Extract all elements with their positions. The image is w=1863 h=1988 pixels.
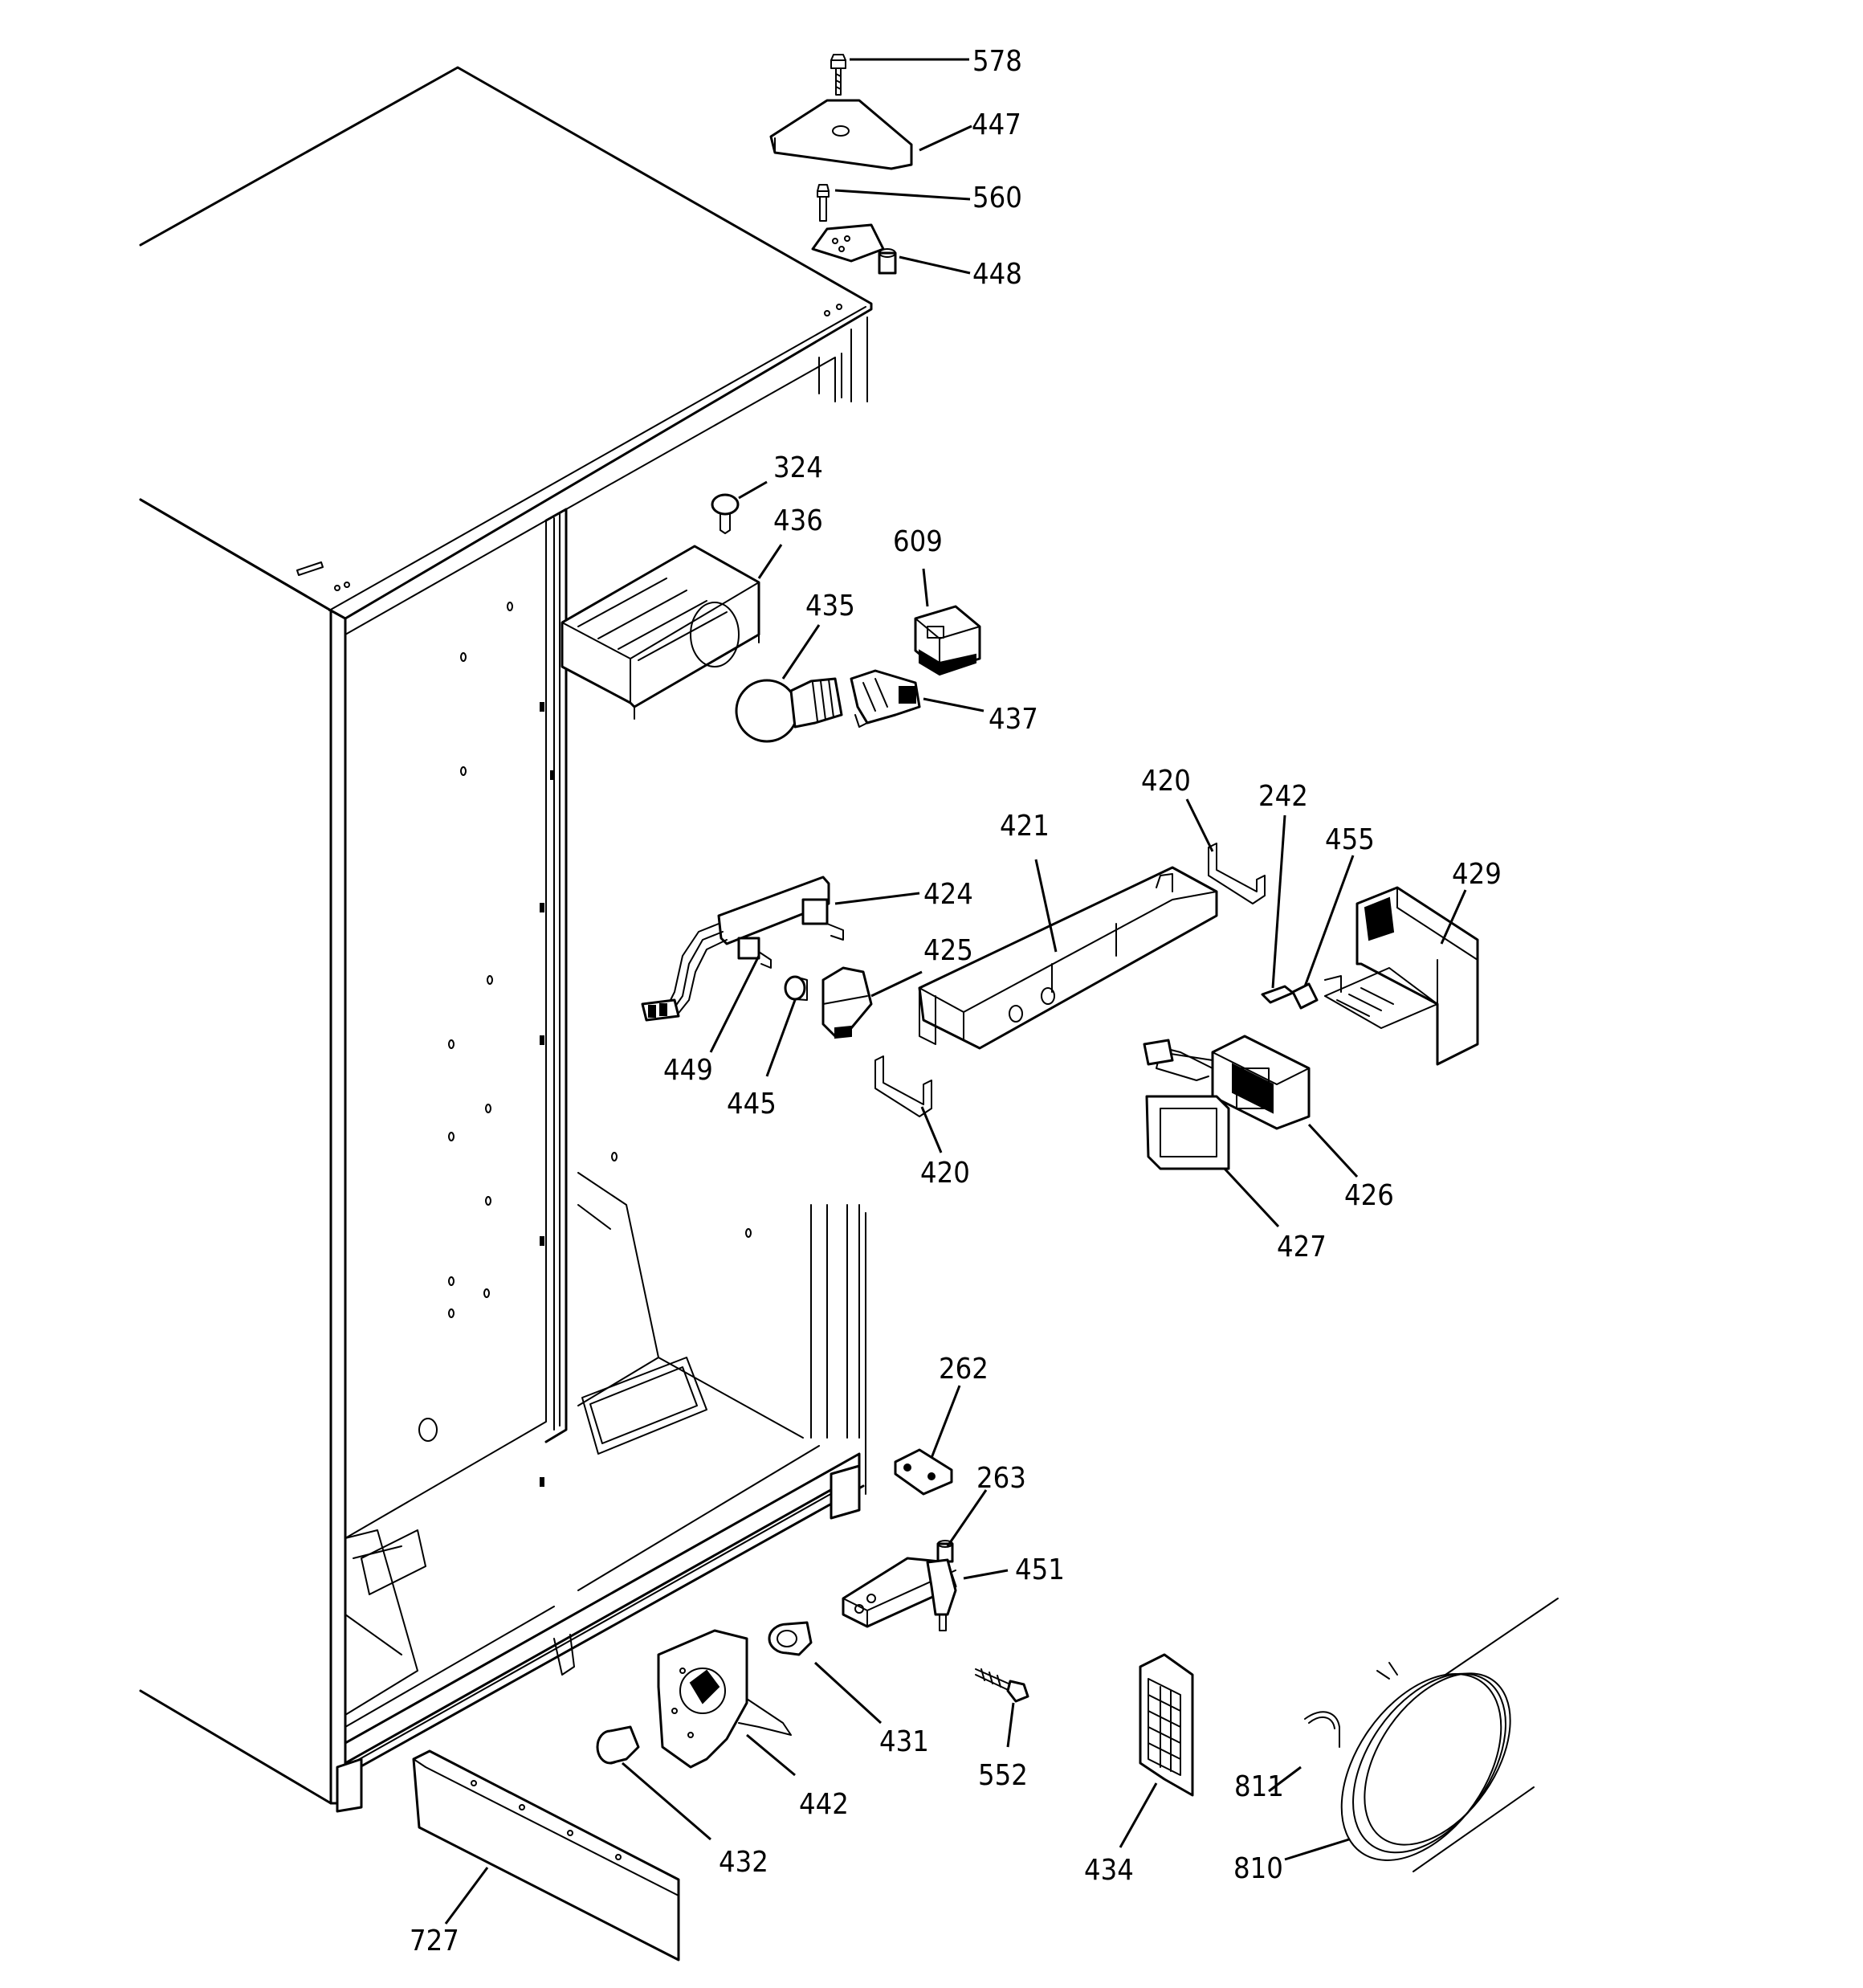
adapter-242 [1261, 985, 1294, 1004]
hinge-cover-447 [769, 99, 913, 170]
closer-cam-442 [657, 1629, 792, 1769]
hinge-bushing-262 [894, 1448, 953, 1496]
callout-436: 436 [773, 504, 823, 537]
fastener-324 [711, 493, 740, 534]
callout-448: 448 [972, 258, 1022, 291]
callout-727: 727 [410, 1925, 459, 1957]
callout-609: 609 [893, 525, 943, 558]
callout-427: 427 [1277, 1231, 1327, 1263]
callout-420-top: 420 [1141, 765, 1191, 798]
callout-429: 429 [1452, 858, 1502, 891]
bushing-431 [768, 1621, 813, 1656]
bottom-hinge-451 [842, 1557, 957, 1631]
clip-811 [1304, 1711, 1340, 1748]
hinge-screw-578 [830, 54, 846, 96]
refrigerator-cabinet [139, 66, 873, 1813]
kick-plate-727 [412, 1749, 680, 1961]
callout-424: 424 [923, 878, 973, 911]
connector-455 [1291, 982, 1319, 1010]
light-bulb-435 [735, 677, 843, 743]
callout-324: 324 [773, 451, 823, 484]
callout-811: 811 [1234, 1770, 1284, 1803]
callout-552: 552 [978, 1759, 1028, 1792]
callout-242: 242 [1258, 780, 1308, 813]
callout-451: 451 [1015, 1553, 1065, 1586]
callout-425: 425 [923, 934, 973, 967]
grille-434 [1139, 1653, 1194, 1797]
callout-434: 434 [1084, 1854, 1134, 1887]
water-tube-810 [1340, 1598, 1559, 1872]
callout-263: 263 [976, 1462, 1026, 1495]
leader-lines [444, 58, 1467, 1925]
callout-578: 578 [972, 45, 1022, 78]
callout-810: 810 [1233, 1852, 1283, 1885]
callout-435: 435 [805, 590, 855, 623]
callout-421: 421 [1000, 810, 1050, 843]
bracket-420-bottom [874, 1055, 932, 1117]
top-hinge-448 [811, 223, 897, 275]
sleeve-432 [596, 1725, 640, 1765]
light-switch-609 [914, 605, 981, 676]
control-housing-421 [918, 866, 1218, 1050]
callout-426: 426 [1344, 1179, 1394, 1212]
callout-432: 432 [719, 1846, 768, 1879]
bracket-420-top [1208, 843, 1266, 904]
callout-442: 442 [799, 1788, 849, 1821]
hinge-screw-552 [975, 1668, 1029, 1703]
bushing-445 [784, 975, 808, 1001]
callout-560: 560 [972, 182, 1022, 214]
hinge-screw-560 [817, 184, 830, 222]
light-socket-437 [850, 669, 921, 728]
callout-449: 449 [663, 1054, 713, 1087]
callout-420-bottom: 420 [920, 1157, 970, 1190]
callout-labels: 578 447 560 448 324 436 609 435 437 420 … [410, 45, 1502, 1957]
control-board-424 [641, 876, 844, 1022]
callout-262: 262 [939, 1353, 989, 1386]
callout-431: 431 [879, 1725, 929, 1758]
callout-455: 455 [1325, 823, 1375, 856]
control-knob-425 [821, 966, 873, 1039]
callout-447: 447 [972, 108, 1021, 141]
light-shield-436 [561, 545, 760, 720]
callout-445: 445 [727, 1088, 777, 1121]
callout-437: 437 [989, 703, 1038, 736]
display-bezel-427 [1145, 1095, 1230, 1170]
